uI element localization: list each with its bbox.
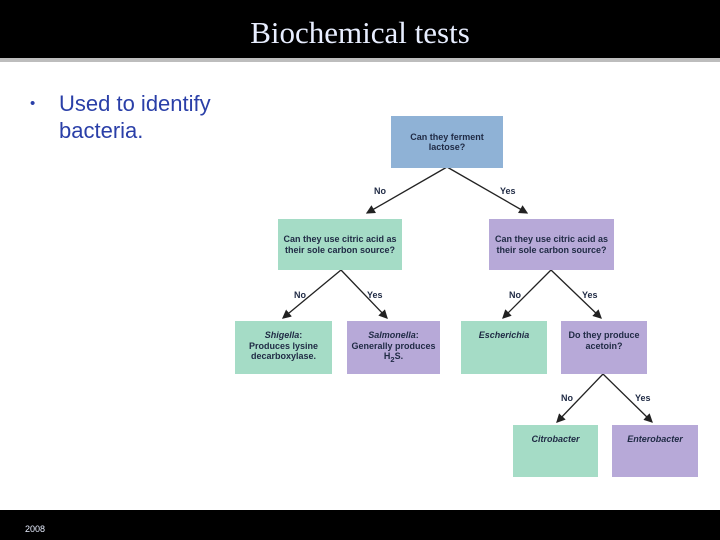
footer-year: 2008 (25, 524, 46, 534)
edge-left-shigella (281, 269, 342, 319)
edge-label-yes: Yes (500, 186, 516, 196)
edge-root-left (365, 166, 448, 214)
title-bar: Biochemical tests (0, 0, 720, 62)
salmonella-name: Salmonella (368, 330, 416, 340)
footer-bar: 2008 (0, 510, 720, 540)
edge-acetoin-enterobacter (602, 373, 653, 423)
slide-title: Biochemical tests (250, 15, 470, 50)
bullet-text: Used to identify bacteria. (59, 91, 211, 143)
bullet-dot-icon: • (30, 95, 36, 112)
edge-label-yes: Yes (582, 290, 598, 300)
salmonella-subscript: 2 (390, 354, 395, 364)
node-enterobacter: Enterobacter (612, 425, 698, 477)
node-salmonella: Salmonella: Generally produces H2S. (347, 321, 440, 374)
edge-label-no: No (561, 393, 573, 403)
edge-root-right (446, 166, 529, 214)
salmonella-tail: S. (394, 351, 404, 361)
node-citric-right: Can they use citric acid as their sole c… (489, 219, 614, 270)
node-lactose-question: Can they ferment lactose? (391, 116, 503, 168)
edge-right-escherichia (502, 269, 552, 319)
node-escherichia: Escherichia (461, 321, 547, 374)
shigella-desc: Produces lysine decarboxylase. (248, 340, 319, 362)
edge-right-acetoin (550, 269, 602, 319)
edge-left-salmonella (340, 269, 388, 319)
salmonella-desc: Generally produces H (351, 340, 436, 362)
node-citrobacter: Citrobacter (513, 425, 598, 477)
edge-label-no: No (294, 290, 306, 300)
edge-label-no: No (374, 186, 386, 196)
shigella-name: Shigella (264, 330, 300, 340)
edge-label-yes: Yes (367, 290, 383, 300)
node-acetoin-question: Do they produce acetoin? (561, 321, 647, 374)
node-citric-left: Can they use citric acid as their sole c… (278, 219, 402, 270)
edge-label-no: No (509, 290, 521, 300)
node-shigella: Shigella: Produces lysine decarboxylase. (235, 321, 332, 374)
escherichia-name: Escherichia (478, 330, 530, 340)
enterobacter-name: Enterobacter (627, 434, 683, 444)
edge-acetoin-citrobacter (556, 373, 604, 423)
citrobacter-name: Citrobacter (531, 434, 580, 444)
edge-label-yes: Yes (635, 393, 651, 403)
bullet-item: • Used to identify bacteria. (30, 90, 260, 144)
